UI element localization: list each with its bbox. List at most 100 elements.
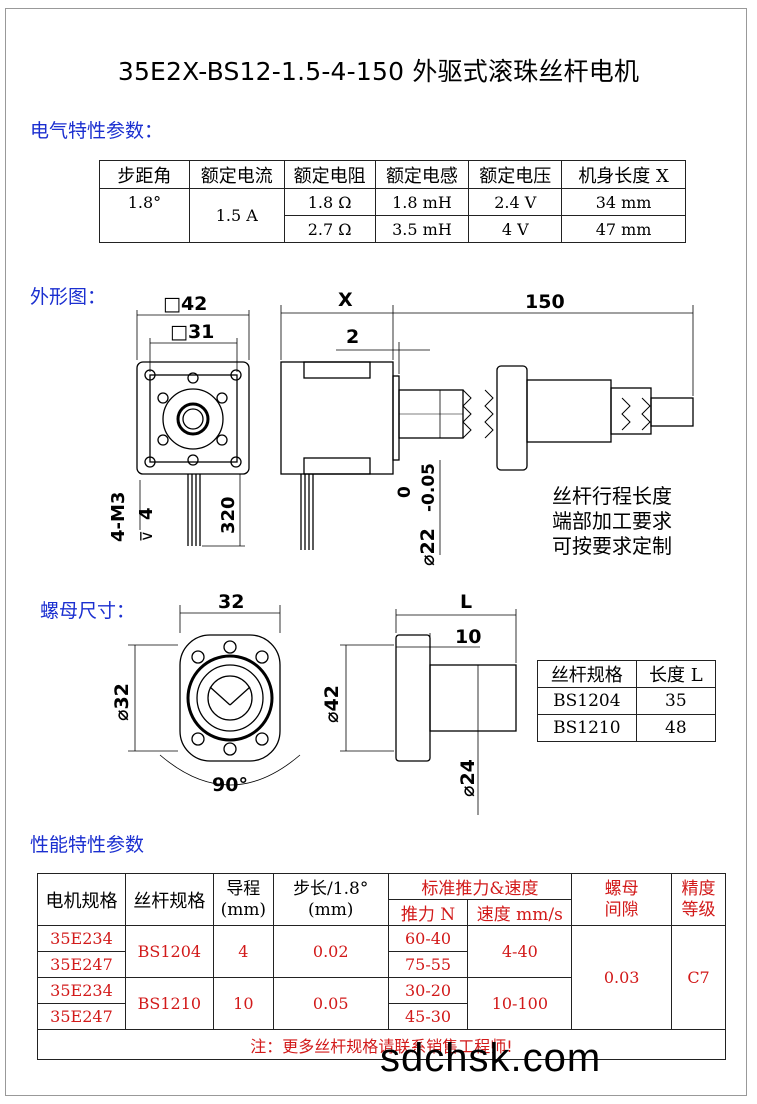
motor-side-band (303, 361, 371, 379)
page-title: 35E2X-BS12-1.5-4-150 外驱式滚珠丝杆电机 (117, 57, 640, 86)
cell-resistance: 2.7 Ω (283, 215, 376, 243)
cell-speed: 4-40 (467, 925, 573, 978)
header-speed: 速度 mm/s (467, 899, 573, 926)
cell-step: 0.02 (272, 925, 389, 978)
cell-screw-spec: BS1210 (124, 977, 214, 1030)
nut-thread (207, 675, 253, 721)
header-precision: 等级 (681, 899, 716, 920)
cell-inductance: 3.5 mH (374, 215, 470, 243)
cell-nut-gap: 0.03 (571, 925, 673, 1030)
dim-2: 2 (346, 326, 359, 348)
dim-diameter-22: ⌀22 (417, 528, 439, 566)
motor-side-body (280, 361, 394, 475)
header-screw-spec: 丝杆规格 (124, 873, 214, 926)
section-outline: 外形图： (30, 286, 107, 308)
cell-voltage: 2.4 V (468, 188, 563, 216)
dim-nut-32: 32 (218, 591, 244, 613)
hole-icon (223, 742, 237, 756)
cell-screw-spec: BS1204 (124, 925, 214, 978)
header-length-L: 长度 L (635, 660, 717, 688)
cell-voltage: 4 V (468, 215, 563, 243)
cell-length-L: 35 (635, 687, 717, 715)
header-lead-unit: (mm) (220, 899, 267, 920)
cell-thrust: 60-40 (387, 925, 469, 952)
nut-front-outline (179, 634, 281, 762)
page-frame (5, 8, 747, 1096)
hole-icon (255, 650, 269, 664)
cell-screw-spec: BS1210 (537, 714, 637, 742)
hole-icon (144, 456, 156, 468)
cell-thrust: 45-30 (387, 1003, 469, 1030)
note-line: 丝杆行程长度 (552, 484, 672, 508)
cell-motor-spec: 35E247 (37, 1003, 126, 1030)
cell-step-angle: 1.8° (99, 188, 190, 243)
header-current: 额定电流 (188, 160, 285, 189)
dim-nut-L: L (460, 591, 472, 613)
hole-icon (191, 650, 205, 664)
nut-bore (186, 654, 274, 742)
cell-motor-spec: 35E247 (37, 951, 126, 978)
nut-side-body (429, 664, 517, 732)
dim-depth-symbol: ⊽ (137, 530, 156, 542)
dim-tolerance-upper: 0 (395, 486, 415, 498)
table-note: 注：更多丝杆规格请联系销售工程师! (37, 1029, 726, 1060)
cell-resistance: 1.8 Ω (283, 188, 376, 216)
header-resistance: 额定电阻 (283, 160, 376, 189)
section-nut: 螺母尺寸： (40, 600, 136, 622)
cell-length: 47 mm (561, 215, 686, 243)
hole-icon (187, 372, 199, 384)
outline-drawing: □42 □31 X 2 150 4-M3 ⊽ 4 320 0 -0.05 ⌀22… (108, 289, 694, 566)
header-length: 机身长度 X (561, 160, 686, 189)
dim-x: X (338, 289, 353, 311)
hole-icon (223, 640, 237, 654)
cell-speed: 10-100 (467, 977, 573, 1030)
hole-icon (157, 434, 169, 446)
dim-150: 150 (525, 291, 565, 313)
hole-icon (157, 392, 169, 404)
nut-inner (196, 664, 264, 732)
performance-table: 电机规格 丝杆规格 导程(mm) 步长/1.8°(mm) 标准推力&速度 螺母间… (37, 873, 726, 1060)
hole-icon (216, 392, 228, 404)
electrical-table: 步距角 额定电流 额定电阻 额定电感 额定电压 机身长度 X 1.8° 1.5 … (99, 160, 686, 243)
cell-motor-spec: 35E234 (37, 977, 126, 1004)
motor-front-outline (136, 361, 250, 475)
cell-length-L: 48 (635, 714, 717, 742)
nut-body (496, 365, 528, 471)
header-voltage: 额定电压 (468, 160, 563, 189)
cell-step: 0.05 (272, 977, 389, 1030)
header-thrust: 推力 N (387, 899, 469, 926)
nut-drawing: 32 ⌀32 90° L 10 ⌀42 ⌀24 (111, 591, 517, 815)
screw-end (650, 397, 694, 427)
cell-lead: 4 (212, 925, 274, 978)
hole-icon (255, 732, 269, 746)
cell-precision: C7 (671, 925, 726, 1030)
shaft-circle (182, 408, 204, 430)
header-lead: 导程 (226, 878, 261, 899)
cell-inductance: 1.8 mH (374, 188, 470, 216)
hole-icon (187, 454, 199, 466)
flange-circle (162, 388, 224, 450)
dim-nut-diameter-24: ⌀24 (457, 759, 479, 797)
nut-table: 丝杆规格 长度 L BS1204 35 BS1210 48 (537, 660, 717, 742)
motor-front-inner (149, 374, 238, 463)
dim-tolerance-lower: -0.05 (419, 463, 439, 512)
header-step-unit: (mm) (307, 899, 354, 920)
nut-sleeve (526, 379, 612, 443)
watermark: sdchsk.com (380, 1036, 602, 1080)
cell-length: 34 mm (561, 188, 686, 216)
hole-icon (230, 369, 242, 381)
dim-320: 320 (218, 496, 239, 534)
header-motor-spec: 电机规格 (37, 873, 126, 926)
note-line: 可按要求定制 (552, 534, 672, 558)
dim-4m3: 4-M3 (108, 492, 129, 542)
cell-current: 1.5 A (188, 188, 285, 243)
header-inductance: 额定电感 (374, 160, 470, 189)
section-electrical: 电气特性参数： (30, 120, 164, 142)
dim-depth: 4 (136, 507, 157, 520)
hole-icon (191, 732, 205, 746)
header-step: 步长/1.8° (293, 878, 369, 899)
cell-lead: 10 (212, 977, 274, 1030)
motor-side-band (303, 457, 371, 475)
dim-square-42: □42 (163, 293, 207, 315)
header-nut-gap: 间隙 (604, 899, 639, 920)
